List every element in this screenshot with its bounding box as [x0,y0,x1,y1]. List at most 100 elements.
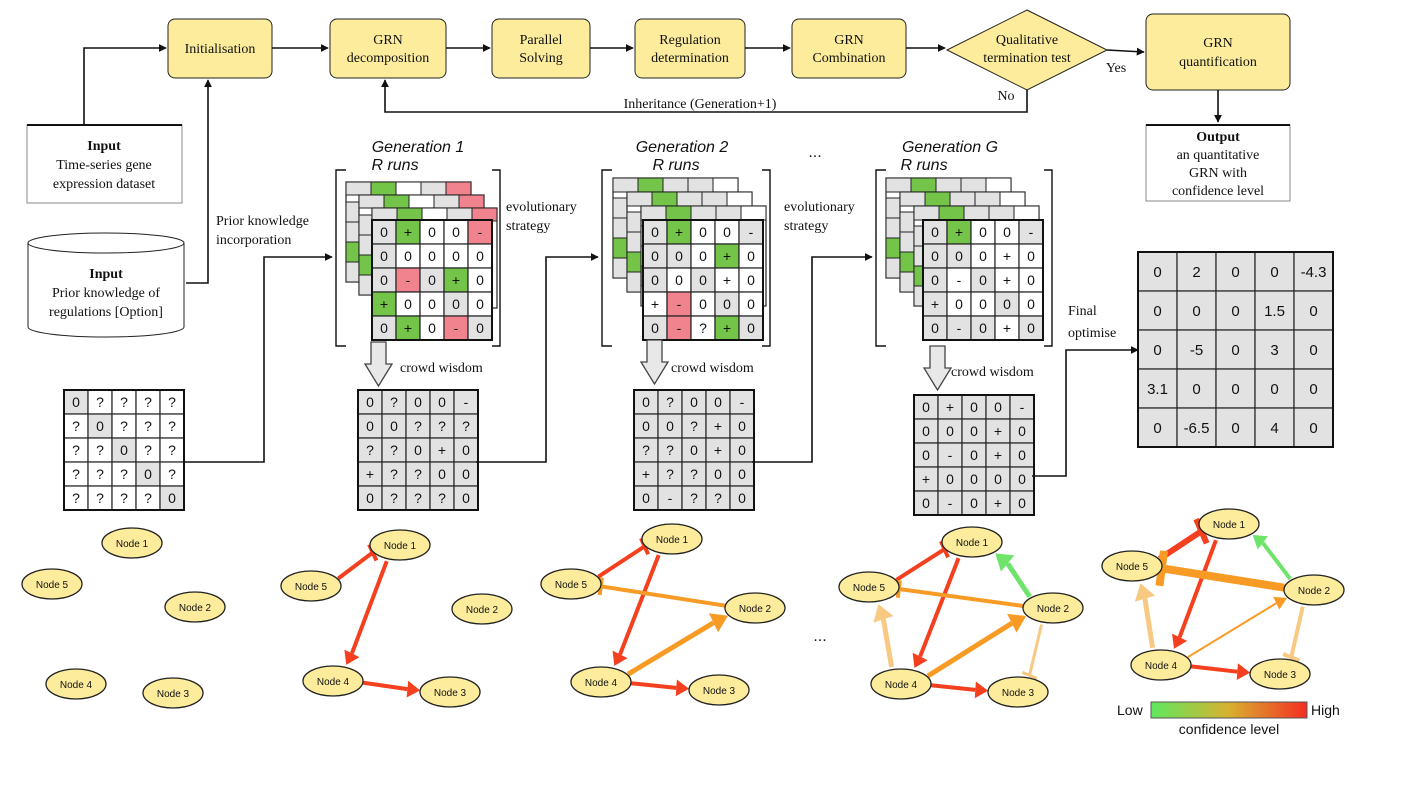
matrix-cell-value: 0 [72,394,80,410]
matrix-cell-value: 0 [666,418,674,434]
network-node [280,570,342,602]
inhibition-edge [1021,624,1043,680]
stacked-sheet-cell [687,177,714,193]
matrix-cell [1018,219,1044,245]
matrix-cell-value: 0 [452,296,460,312]
matrix-cell-value: 0 [946,471,954,487]
matrix-cell-value: ? [438,418,446,434]
termination-diamond: Qualitative termination test [945,9,1109,91]
matrix-cell [453,437,479,463]
matrix-cell-value: ? [120,394,128,410]
network-node [987,676,1049,708]
stacked-sheet-cell [899,271,915,293]
matrix-cell-value: + [1003,272,1011,288]
matrix-cell-value: 0 [690,442,698,458]
matrix-cell-value: 0 [747,320,755,336]
matrix-cell-value: -4.3 [1301,264,1327,281]
matrix-cell-value: ? [666,466,674,482]
combination-box: GRN Combination [791,18,907,79]
matrix-cell-value: ? [96,394,104,410]
node-label: Node 3 [1264,670,1297,681]
matrix-cell-value: 0 [651,320,659,336]
matrix-cell-value: ? [72,466,80,482]
matrix-cell-value: 0 [723,224,731,240]
matrix-border [922,219,1044,341]
matrix-cell-value: - [740,394,745,410]
matrix-cell-value: 0 [366,394,374,410]
matrix-cell-value: ? [144,442,152,458]
matrix-cell-value: 0 [931,272,939,288]
matrix-cell-value: 0 [1192,381,1200,398]
activation-edge [930,681,989,699]
matrix-cell-value: ? [414,418,422,434]
matrix-cell-value: 0 [699,272,707,288]
matrix-cell-value: 0 [946,423,954,439]
matrix-cell [937,490,963,516]
matrix-cell-value: 0 [462,442,470,458]
matrix-cell [419,315,445,341]
matrix-cell-value: 0 [438,466,446,482]
matrix-cell-value: 0 [366,490,374,506]
matrix-cell [738,315,764,341]
matrix-cell-value: + [723,272,731,288]
stacked-sheet-cell [612,257,628,279]
output-title: Output [1196,130,1240,145]
stacked-sheet-cell [395,181,422,196]
matrix-cell-value: ? [72,490,80,506]
matrix-cell [1254,251,1295,292]
matrix-cell-value: + [380,296,388,312]
stacked-sheet-cell [938,205,965,221]
gen1-title: Generation 1 [372,139,465,156]
matrix-cell-value: 0 [1153,420,1161,437]
node-label: Node 1 [384,541,417,552]
matrix-cell-value: 1.5 [1264,303,1285,320]
matrix-cell-value: ? [366,442,374,458]
input2-line1: Prior knowledge of [52,286,160,301]
matrix-cell-value: - [454,320,459,336]
matrix-cell-value: 0 [970,399,978,415]
inhibition-edge [597,577,726,608]
network-node [369,529,431,561]
matrix-cell-value: 0 [380,224,388,240]
matrix-cell-value: 0 [390,418,398,434]
final-optimise-2: optimise [1068,326,1116,341]
matrix-cell [63,389,89,415]
matrix-cell-value: 0 [738,418,746,434]
initialisation-box: Initialisation [167,18,273,79]
matrix-cell [1215,290,1256,331]
matrix-cell-value: 0 [1018,471,1026,487]
matrix-cell [705,437,731,463]
stacked-sheet-cell [358,194,385,209]
matrix-cell-value: ? [168,418,176,434]
matrix-cell-value: 0 [1027,296,1035,312]
stacked-sheet-cell [420,181,447,196]
matrix-cell-value: ? [168,442,176,458]
matrix-cell-value: - [1020,399,1025,415]
matrix-border [642,219,764,341]
network-node [641,523,703,555]
activation-edge [912,557,961,668]
matrix-cell [357,413,383,439]
matrix-cell-value: 0 [738,490,746,506]
matrix-cell-value: 0 [1018,423,1026,439]
stacked-sheet-cell [383,194,410,209]
network-node [451,593,513,625]
flow-row: Initialisation GRN decomposition Paralle… [83,9,1291,284]
matrix-cell-value: 0 [970,471,978,487]
matrix-cell [633,461,659,487]
crowd-arrows [363,339,953,392]
matrix-cell-value: 0 [1309,381,1317,398]
network-node [142,677,204,709]
matrix-cell-value: 0 [380,320,388,336]
network-node [570,666,632,698]
matrix-cell-value: - [406,272,411,288]
matrix-cell-value: 0 [428,320,436,336]
yes-label: Yes [1106,61,1126,76]
matrix-cell-value: 0 [994,471,1002,487]
stacked-sheet-cell [963,205,990,221]
crowd-arrow-1 [363,341,394,388]
